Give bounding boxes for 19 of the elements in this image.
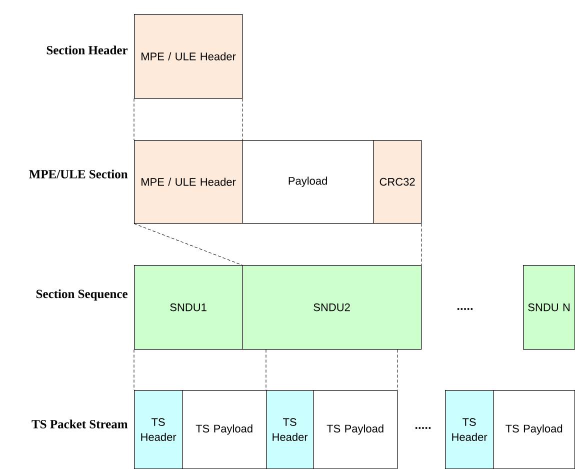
ts-header-box: TS Header <box>134 390 183 469</box>
ts-payload-box: TS Payload <box>313 390 398 469</box>
projection-line <box>421 223 422 266</box>
projection-line <box>134 223 242 266</box>
ts-payload-box: TS Payload <box>182 390 267 469</box>
header-box: MPE / ULE Header <box>134 140 243 224</box>
sndu-box: SNDU N <box>523 265 575 350</box>
payload-box: Payload <box>242 140 374 224</box>
sndu-box: SNDU2 <box>242 265 422 350</box>
ellipsis: ..... <box>415 427 431 429</box>
ts-payload-box: TS Payload <box>493 390 575 469</box>
ts-header-box: TS Header <box>445 390 494 469</box>
projection-line <box>242 98 243 140</box>
crc-box: CRC32 <box>373 140 422 224</box>
ts-header-box: TS Header <box>266 390 314 469</box>
ellipsis: ..... <box>457 308 473 310</box>
header-box: MPE / ULE Header <box>134 14 243 99</box>
sndu-box: SNDU1 <box>134 265 243 350</box>
projection-line <box>397 349 398 390</box>
